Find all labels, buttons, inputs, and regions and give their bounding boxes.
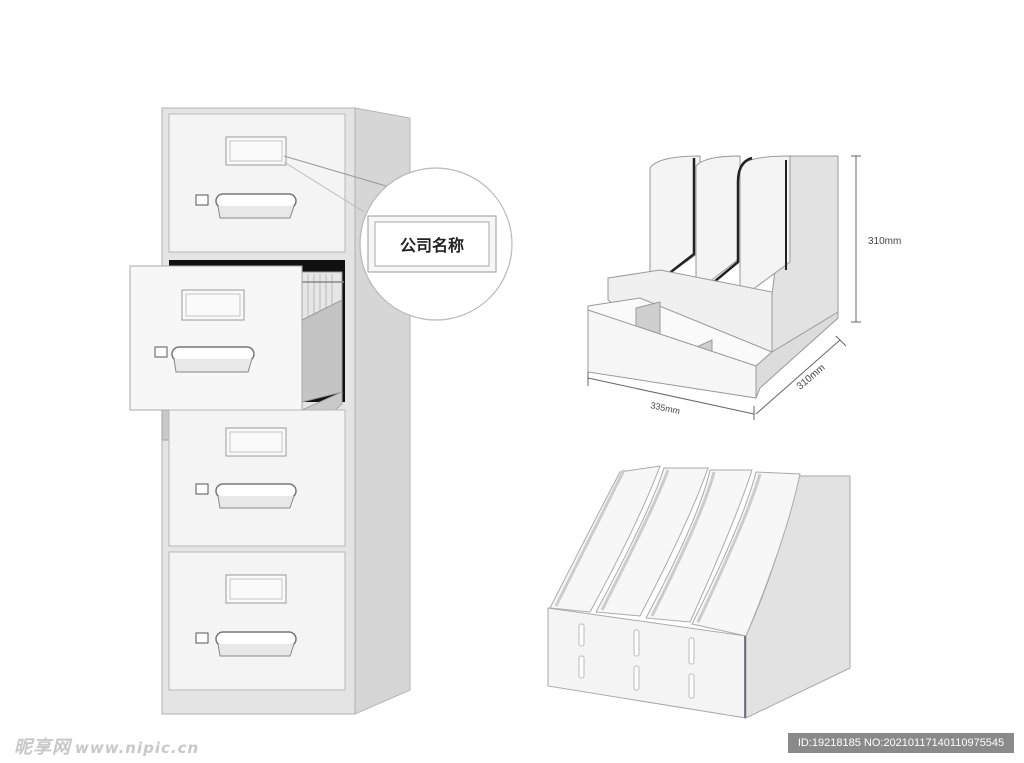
drawer-1[interactable] [168,113,346,253]
drawer-handle[interactable] [215,483,297,499]
image-id-text: ID:19218185 NO:20210117140110975545 [797,737,1005,749]
drawer-2[interactable] [129,265,303,411]
lock-icon [195,194,209,206]
drawer-3[interactable] [168,409,346,547]
site-name: 昵享网 [14,737,71,758]
hanging-files [300,271,344,403]
desk-organizer: 310mm 335mm 310mm [587,155,901,420]
filing-cabinet: 公司名称 [129,107,513,715]
lock-icon [195,632,209,644]
magazine-file-holder [547,465,851,719]
label-holder [225,136,287,166]
height-dimension: 310mm [868,236,901,247]
label-holder [225,427,287,457]
callout-line [283,155,387,187]
drawer-4[interactable] [168,551,346,691]
label-holder [225,574,287,604]
callout-line-2 [283,161,365,213]
depth-dimension: 310mm [795,362,828,392]
site-url: www.nipic.cn [75,739,200,757]
lock-icon [154,346,168,358]
width-dimension: 335mm [650,400,681,416]
company-name-label: 公司名称 [400,236,464,255]
lock-icon [195,483,209,495]
drawer-handle[interactable] [215,193,297,209]
image-id-bar: ID:19218185 NO:20210117140110975545 [788,733,1014,753]
drawer-handle[interactable] [215,631,297,647]
drawer-handle[interactable] [171,346,255,362]
label-holder [181,289,245,321]
